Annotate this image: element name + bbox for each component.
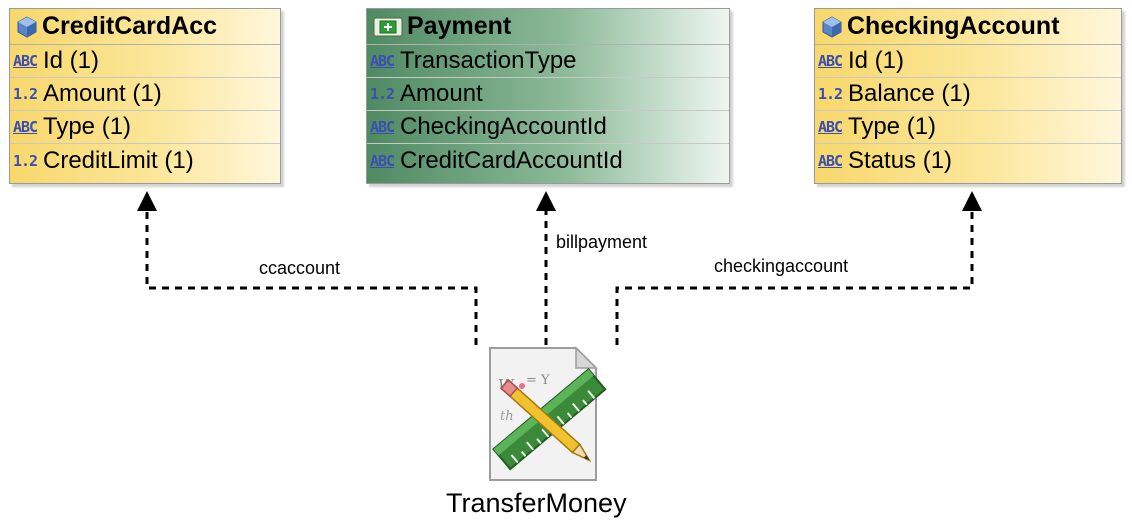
entity-header[interactable]: CheckingAccount — [815, 9, 1121, 45]
svg-text:th: th — [500, 409, 514, 424]
field-label: Type (1) — [43, 113, 132, 140]
field-row[interactable]: 1.2 Balance (1) — [815, 78, 1121, 111]
link-label-billpayment: billpayment — [556, 232, 648, 252]
entity-header[interactable]: CreditCardAcc — [10, 9, 280, 45]
field-label: Amount — [400, 80, 483, 107]
field-row[interactable]: 1.2 Amount — [367, 78, 729, 111]
arrowhead-icon — [137, 191, 157, 211]
entity-creditcardacc[interactable]: CreditCardAcc ABC Id (1) 1.2 Amount (1) … — [9, 8, 281, 184]
text-type-icon: ABC — [13, 52, 38, 70]
field-row[interactable]: 1.2 Amount (1) — [10, 78, 280, 111]
text-type-icon: ABC — [370, 52, 395, 70]
field-row[interactable]: ABC CheckingAccountId — [367, 111, 729, 144]
field-row[interactable]: ABC Id (1) — [815, 45, 1121, 78]
entity-title: CreditCardAcc — [42, 12, 218, 40]
field-label: Balance (1) — [848, 80, 971, 107]
link-billpayment[interactable] — [536, 191, 556, 345]
field-row[interactable]: ABC Id (1) — [10, 45, 280, 78]
field-row[interactable]: ABC Type (1) — [815, 111, 1121, 144]
field-row[interactable]: ABC Status (1) — [815, 144, 1121, 177]
text-type-icon: ABC — [13, 118, 38, 136]
operation-label: TransferMoney — [446, 488, 627, 518]
arrowhead-icon — [962, 191, 982, 211]
entity-cube-icon — [821, 15, 843, 38]
field-label: CreditCardAccountId — [400, 146, 623, 174]
formula-ruler-pencil-icon[interactable]: W = Y th — [484, 346, 620, 487]
field-row[interactable]: ABC CreditCardAccountId — [367, 144, 729, 177]
field-row[interactable]: 1.2 CreditLimit (1) — [10, 144, 280, 177]
field-row[interactable]: ABC Type (1) — [10, 111, 280, 144]
field-label: CreditLimit (1) — [43, 146, 194, 174]
text-type-icon: ABC — [818, 151, 843, 170]
number-type-icon: 1.2 — [13, 151, 38, 170]
field-label: Amount (1) — [43, 80, 162, 107]
text-type-icon: ABC — [818, 52, 843, 70]
arrowhead-icon — [536, 191, 556, 211]
entity-header[interactable]: Payment — [367, 9, 729, 45]
number-type-icon: 1.2 — [818, 85, 843, 103]
text-type-icon: ABC — [818, 118, 843, 136]
field-label: Type (1) — [848, 113, 937, 140]
field-label: TransactionType — [400, 47, 577, 74]
entity-cube-icon — [16, 15, 38, 38]
entity-title: Payment — [407, 12, 512, 40]
svg-text:= Y: = Y — [526, 373, 550, 388]
field-label: CheckingAccountId — [400, 113, 607, 140]
table-icon — [373, 16, 403, 38]
link-ccaccount[interactable] — [137, 191, 478, 345]
field-row[interactable]: ABC TransactionType — [367, 45, 729, 78]
entity-checkingaccount[interactable]: CheckingAccount ABC Id (1) 1.2 Balance (… — [814, 8, 1122, 184]
text-type-icon: ABC — [370, 151, 395, 170]
field-label: Status (1) — [848, 146, 953, 174]
entity-title: CheckingAccount — [847, 12, 1060, 40]
number-type-icon: 1.2 — [370, 85, 395, 103]
link-label-checkingaccount: checkingaccount — [714, 256, 849, 276]
link-checkingaccount[interactable] — [615, 191, 982, 345]
field-label: Id (1) — [43, 47, 100, 74]
field-label: Id (1) — [848, 47, 905, 74]
text-type-icon: ABC — [370, 118, 395, 136]
link-label-ccaccount: ccaccount — [259, 258, 341, 278]
entity-payment[interactable]: Payment ABC TransactionType 1.2 Amount A… — [366, 8, 730, 184]
number-type-icon: 1.2 — [13, 85, 38, 103]
